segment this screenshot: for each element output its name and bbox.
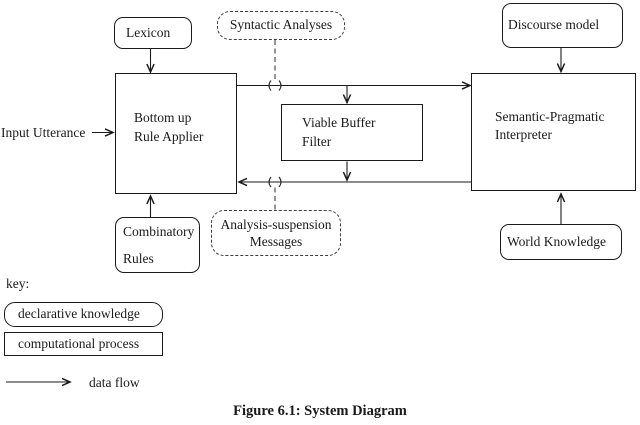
- node-world-knowledge: World Knowledge: [500, 224, 622, 260]
- label-hook-bottom-left: [268, 176, 272, 188]
- node-lexicon: Lexicon: [114, 17, 192, 49]
- rule-applier-line2: Rule Applier: [134, 128, 204, 144]
- world-knowledge-label: World Knowledge: [507, 233, 607, 249]
- node-combinatory-rules: Combinatory Rules: [115, 217, 200, 273]
- key-computational-process-box: computational process: [4, 332, 163, 356]
- node-bottom-up-rule-applier: Bottom up Rule Applier: [115, 73, 237, 194]
- node-syntactic-analyses: Syntactic Analyses: [217, 11, 345, 40]
- label-hook-bottom-right: [278, 176, 282, 188]
- node-discourse-model: Discourse model: [502, 3, 623, 48]
- key-declarative-knowledge-box: declarative knowledge: [4, 302, 163, 327]
- figure-caption: Figure 6.1: System Diagram: [233, 403, 407, 419]
- node-viable-buffer-filter: Viable Buffer Filter: [281, 104, 423, 161]
- key-heading: key:: [6, 276, 30, 291]
- label-hook-top-left: [268, 80, 272, 91]
- node-semantic-pragmatic-interpreter: Semantic-Pragmatic Interpreter: [471, 73, 636, 191]
- discourse-model-label: Discourse model: [508, 17, 600, 33]
- buffer-filter-line2: Filter: [302, 133, 332, 149]
- interpreter-line2: Interpreter: [495, 127, 552, 142]
- node-analysis-suspension-messages: Analysis-suspension Messages: [211, 210, 341, 256]
- interpreter-line1: Semantic-Pragmatic: [495, 108, 605, 124]
- lexicon-label: Lexicon: [126, 24, 171, 40]
- combinatory-rules-line2: Rules: [123, 251, 154, 266]
- analysis-suspension-line2: Messages: [249, 234, 303, 249]
- input-utterance-label: Input Utterance: [1, 125, 86, 140]
- key-declarative-label: declarative knowledge: [18, 306, 140, 322]
- key-data-flow-label: data flow: [89, 375, 140, 390]
- syntactic-analyses-label: Syntactic Analyses: [229, 17, 333, 33]
- rule-applier-line1: Bottom up: [134, 110, 192, 125]
- buffer-filter-line1: Viable Buffer: [302, 115, 376, 130]
- analysis-suspension-line1: Analysis-suspension: [220, 217, 332, 232]
- key-computational-label: computational process: [18, 335, 140, 351]
- combinatory-rules-line1: Combinatory: [123, 224, 195, 239]
- label-hook-top-right: [278, 80, 282, 91]
